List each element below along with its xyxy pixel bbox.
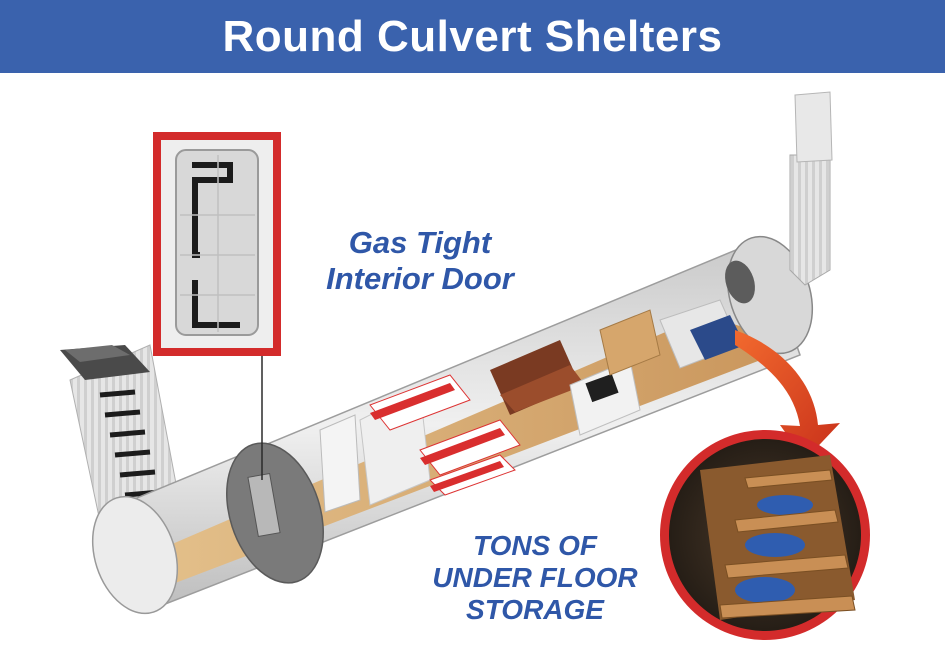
title-banner: Round Culvert Shelters bbox=[0, 0, 945, 73]
storage-callout: TONS OF UNDER FLOOR STORAGE bbox=[420, 530, 650, 627]
vent-pipe-icon bbox=[789, 91, 833, 286]
arrow-icon bbox=[735, 330, 840, 460]
door-callout-line1: Gas Tight bbox=[348, 225, 492, 260]
door-callout-line2: Interior Door bbox=[326, 260, 514, 296]
door-callout: Gas Tight Interior Door bbox=[290, 225, 550, 296]
storage-inset bbox=[660, 430, 870, 640]
page-title: Round Culvert Shelters bbox=[222, 11, 723, 61]
interior-furnishings bbox=[319, 299, 745, 513]
storage-callout-line3: STORAGE bbox=[466, 594, 604, 626]
storage-callout-line2: UNDER FLOOR bbox=[432, 562, 638, 594]
storage-callout-line1: TONS OF bbox=[473, 530, 597, 561]
door-inset bbox=[153, 132, 281, 480]
door-icon bbox=[247, 472, 281, 538]
